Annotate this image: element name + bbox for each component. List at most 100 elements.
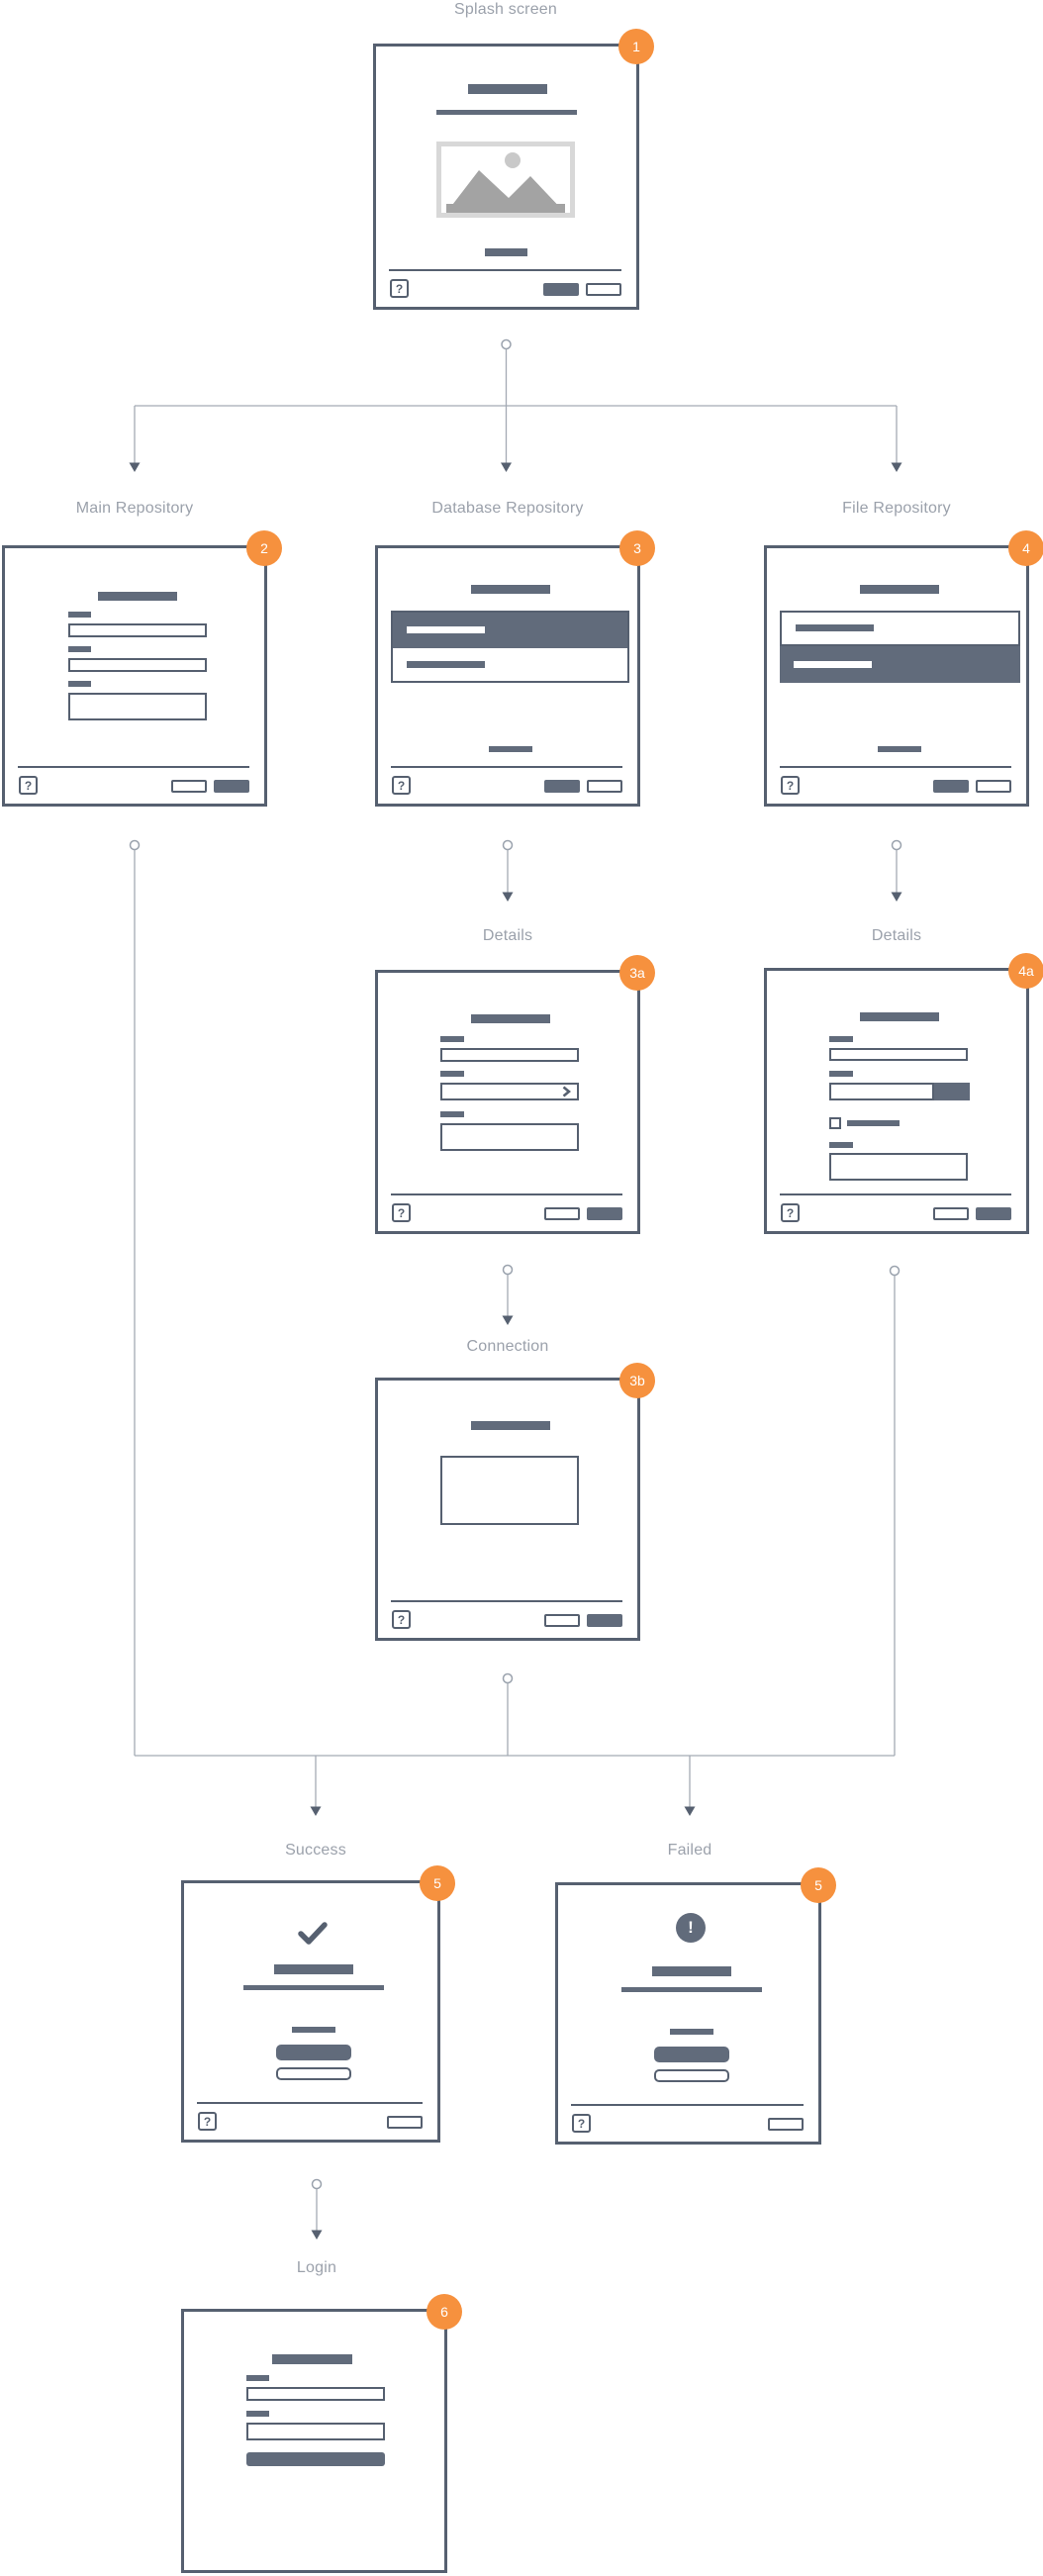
heading-placeholder xyxy=(471,1014,550,1023)
footer-divider xyxy=(780,766,1011,768)
list-item[interactable] xyxy=(780,611,1020,646)
heading-placeholder xyxy=(860,1012,939,1021)
screen-database-details: 3a ? xyxy=(375,955,655,1234)
list-item-selected[interactable] xyxy=(780,646,1020,683)
heading-placeholder xyxy=(98,592,177,601)
help-icon[interactable]: ? xyxy=(392,1610,411,1629)
flow-label-file-details: Details xyxy=(871,927,922,944)
link-placeholder[interactable] xyxy=(878,746,921,752)
screen-database-repository: 3 ? xyxy=(375,530,655,807)
browse-button[interactable] xyxy=(934,1083,970,1100)
repository-list xyxy=(391,611,629,683)
file-path-field[interactable] xyxy=(829,1083,934,1100)
heading-placeholder xyxy=(274,1964,353,1974)
primary-button[interactable] xyxy=(543,283,579,296)
flow-label-file-repo: File Repository xyxy=(842,500,951,517)
secondary-button[interactable] xyxy=(387,2116,423,2129)
label-placeholder xyxy=(68,681,91,687)
alert-icon: ! xyxy=(676,1913,706,1943)
textarea-field[interactable] xyxy=(440,1123,579,1151)
primary-button[interactable] xyxy=(933,780,969,793)
label-placeholder xyxy=(847,1120,900,1126)
help-icon[interactable]: ? xyxy=(392,776,411,795)
text-placeholder xyxy=(794,661,872,668)
primary-button[interactable] xyxy=(587,1207,622,1220)
input-field[interactable] xyxy=(68,658,207,672)
secondary-button[interactable] xyxy=(654,2069,729,2082)
text-placeholder xyxy=(407,626,485,633)
textarea-field[interactable] xyxy=(68,693,207,720)
screen-login: 6 xyxy=(181,2294,462,2573)
flow-label-splash: Splash screen xyxy=(454,1,557,18)
link-placeholder[interactable] xyxy=(489,746,532,752)
input-field[interactable] xyxy=(440,1048,579,1062)
footer-divider xyxy=(391,766,622,768)
flow-label-main-repo: Main Repository xyxy=(75,500,194,517)
flow-label-failed: Failed xyxy=(667,1842,712,1859)
secondary-button[interactable] xyxy=(587,780,622,793)
textarea-field[interactable] xyxy=(829,1153,968,1181)
secondary-button[interactable] xyxy=(544,1614,580,1627)
login-button[interactable] xyxy=(246,2452,385,2466)
step-badge: 4 xyxy=(1008,530,1043,566)
screen-splash: 1 ? xyxy=(373,29,654,310)
list-item-selected[interactable] xyxy=(393,613,627,648)
help-icon[interactable]: ? xyxy=(392,1203,411,1222)
footer-divider xyxy=(389,269,621,271)
heading-placeholder xyxy=(860,585,939,594)
password-field[interactable] xyxy=(246,2423,385,2440)
text-placeholder xyxy=(796,624,874,631)
label-placeholder xyxy=(670,2029,713,2035)
secondary-button[interactable] xyxy=(768,2118,804,2131)
secondary-button[interactable] xyxy=(276,2067,351,2080)
text-placeholder xyxy=(436,110,577,115)
help-icon[interactable]: ? xyxy=(781,776,800,795)
help-icon[interactable]: ? xyxy=(390,279,409,298)
chevron-right-icon xyxy=(562,1086,571,1097)
label-placeholder xyxy=(440,1071,464,1077)
primary-button[interactable] xyxy=(587,1614,622,1627)
primary-button[interactable] xyxy=(654,2047,729,2062)
step-badge: 1 xyxy=(618,29,654,64)
step-badge: 3 xyxy=(619,530,655,566)
label-placeholder xyxy=(829,1036,853,1042)
secondary-button[interactable] xyxy=(933,1207,969,1220)
heading-placeholder xyxy=(471,585,550,594)
flow-label-login: Login xyxy=(296,2259,337,2276)
secondary-button[interactable] xyxy=(544,1207,580,1220)
heading-placeholder xyxy=(272,2354,352,2364)
help-icon[interactable]: ? xyxy=(198,2112,217,2131)
image-icon xyxy=(446,152,565,213)
secondary-button[interactable] xyxy=(586,283,621,296)
step-badge: 4a xyxy=(1008,953,1043,989)
footer-divider xyxy=(197,2102,423,2104)
label-placeholder xyxy=(246,2411,269,2417)
checkbox[interactable] xyxy=(829,1117,841,1129)
secondary-button[interactable] xyxy=(171,780,207,793)
input-field[interactable] xyxy=(829,1048,968,1061)
step-badge: 5 xyxy=(801,1867,836,1903)
help-icon[interactable]: ? xyxy=(19,776,38,795)
primary-button[interactable] xyxy=(276,2045,351,2060)
help-icon[interactable]: ? xyxy=(572,2114,591,2133)
username-field[interactable] xyxy=(246,2387,385,2401)
primary-button[interactable] xyxy=(544,780,580,793)
footer-divider xyxy=(780,1193,1011,1195)
screen-file-repository: 4 ? xyxy=(764,530,1043,807)
text-placeholder xyxy=(243,1985,384,1990)
secondary-button[interactable] xyxy=(976,780,1011,793)
heading-placeholder xyxy=(471,1421,550,1430)
flow-label-db-repo: Database Repository xyxy=(431,500,584,517)
list-item[interactable] xyxy=(393,648,627,681)
screen-success: 5 ? xyxy=(181,1865,455,2143)
input-field[interactable] xyxy=(68,623,207,637)
label-placeholder xyxy=(829,1071,853,1077)
screen-file-details: 4a ? xyxy=(764,953,1043,1234)
primary-button[interactable] xyxy=(214,780,249,793)
step-badge: 3b xyxy=(619,1363,655,1398)
select-field[interactable] xyxy=(440,1083,579,1100)
primary-button[interactable] xyxy=(976,1207,1011,1220)
check-icon xyxy=(298,1922,328,1945)
help-icon[interactable]: ? xyxy=(781,1203,800,1222)
